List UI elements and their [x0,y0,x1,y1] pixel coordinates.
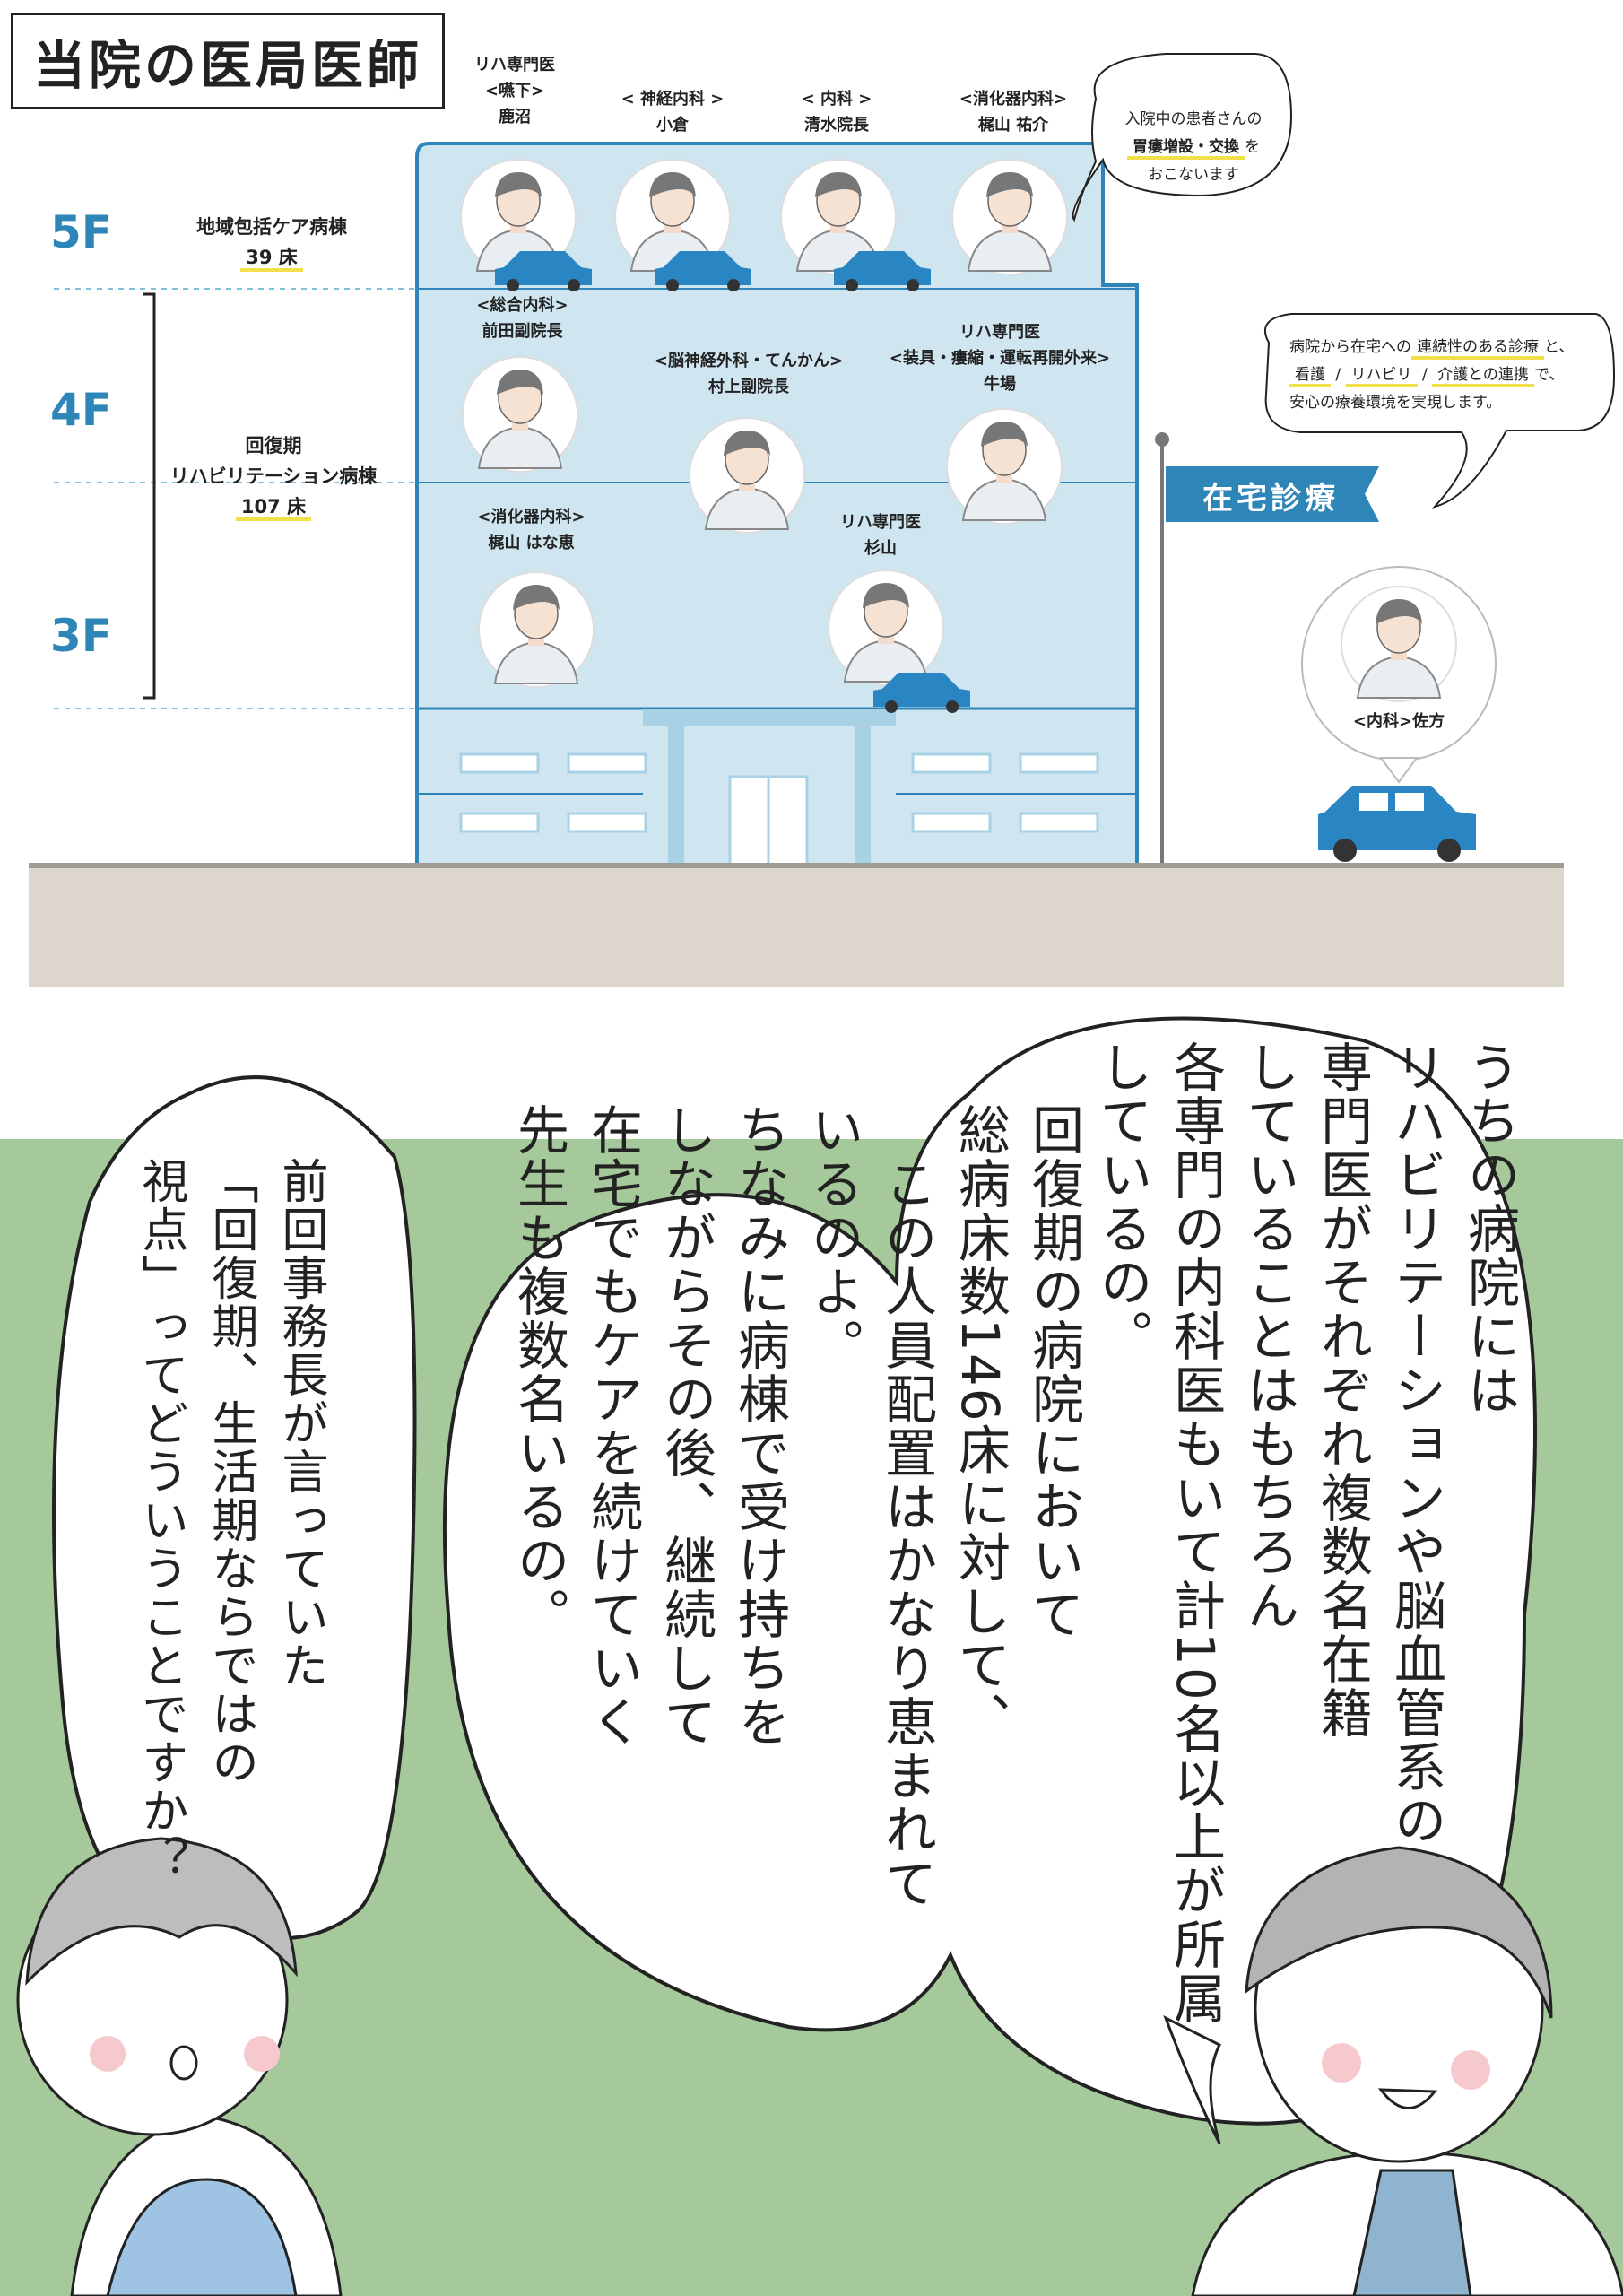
speech-text-right: うちの病院には リハビリテーションや脳血管系の 専門医がそれぞれ複数名在籍 して… [1085,1040,1526,2081]
doctor-sakata-portrait [1341,586,1457,702]
doctor-name: 鹿沼 [499,108,531,126]
page-title: 当院の医局医師 [11,13,445,109]
speech-line: この人員配置はかなり恵まれて [876,1103,937,1910]
home-care-sign: 在宅診療 [1202,481,1339,517]
doctor-sugiyama-portrait [828,570,944,686]
bubble-highlight: 介護との連携 [1432,366,1534,387]
comic-panel [0,1016,1623,2296]
character-young-woman [16,1837,343,2296]
floor-4f-label: 4F [50,384,112,436]
speech-line: いるのよ。 [803,1103,864,1372]
doctor-name: 清水院長 [804,116,869,135]
speech-line: リハビリテーションや脳血管系の [1385,1040,1446,1848]
doctor-kajiyama-hanae-portrait [478,571,595,688]
speech-line: うちの病院には [1459,1040,1520,1417]
speech-text-middle: 回復期の病院において 総病床数146床に対して、 この人員配置はかなり恵まれて … [502,1103,1090,2054]
car-icon [495,251,1476,850]
doctor-kajiyama-yusuke-label: <消化器内科> 梶山 祐介 [950,86,1076,138]
gastrostomy-bubble: 入院中の患者さんの 胃瘻増設・交換を おこないます [1099,106,1288,189]
speech-left: 前回事務長が言っていた 「回復期、生活期ならではの 視点」ってどういうことですか… [126,1157,335,1892]
speech-line: 前回事務長が言っていた [273,1157,327,1690]
bubble-text: / [1417,366,1433,384]
speech-line: しているの。 [1091,1040,1152,1363]
doctor-sugiyama-label: リハ専門医 杉山 [827,509,934,561]
bubble-highlight: リハビリ [1345,366,1418,387]
bubble-text: 入院中の患者さんの [1124,110,1263,128]
speech-line: 先生も複数名いるの。 [508,1103,569,1641]
doctor-sakata-label: <内科>佐方 [1352,712,1445,731]
ward-name: 地域包括ケア病棟 [196,216,347,238]
ward-name-line2: リハビリテーション病棟 [169,465,378,487]
speech-right: うちの病院には リハビリテーションや脳血管系の 専門医がそれぞれ複数名在籍 して… [1085,1040,1526,2081]
doctor-name: 梶山 祐介 [977,116,1049,135]
doctor-name: 村上副院長 [708,378,789,396]
doctor-murakami-portrait [689,417,805,534]
recovery-rehab-ward: 回復期 リハビリテーション病棟 107 床 [152,430,395,522]
doctor-murakami-label: <脳神経外科・てんかん> 村上副院長 [646,348,852,400]
doctor-dept: < 内科 > [801,90,872,109]
doctor-specialty: リハ専門医 [959,323,1040,342]
doctor-specialty: リハ専門医 [474,56,555,74]
doctor-kajiyama-yusuke-portrait [951,159,1068,275]
floor-5f-label: 5F [50,206,112,258]
hospital-building-illustration [29,53,1616,987]
doctor-dept: <嚥下> [484,82,545,100]
speech-line: ちなみに病棟で受け持ちを [729,1103,790,1749]
doctor-name: 梶山 はな恵 [488,534,575,552]
doctor-name: 前田副院長 [482,322,563,341]
doctor-specialty: リハ専門医 [840,513,921,532]
ward-beds: 107 床 [235,496,312,521]
speech-line: 「回復期、生活期ならではの [204,1157,257,1787]
speech-line: していることはもちろん [1238,1040,1299,1632]
doctor-maeda-portrait [462,356,578,473]
doctor-dept: <脳神経外科・てんかん> [654,352,844,370]
doctor-kajiyama-hanae-label: <消化器内科> 梶山 はな恵 [466,504,596,556]
doctor-name: 小倉 [656,116,689,135]
bubble-highlight: 胃瘻増設・交換 [1127,138,1245,160]
speech-middle: 回復期の病院において 総病床数146床に対して、 この人員配置はかなり恵まれて … [502,1103,1090,2054]
bubble-text: 病院から在宅への [1289,338,1411,356]
speech-text-left: 前回事務長が言っていた 「回復期、生活期ならではの 視点」ってどういうことですか… [126,1157,335,1892]
doctor-portraits [460,159,1476,862]
car-window-icon [1359,793,1424,811]
speech-line: 総病床数146床に対して、 [950,1103,1011,1746]
floor-3f-label: 3F [50,610,112,662]
speech-line: 回復期の病院において [1023,1103,1084,1641]
bubble-text: / [1331,366,1346,384]
character-senior-doctor [1191,1846,1623,2296]
bubble-text: と、 [1544,338,1575,356]
doctor-maeda-label: <総合内科> 前田副院長 [462,292,583,344]
doctor-dept: < 神経内科 > [621,90,725,109]
speech-line: しながらその後、継続して [655,1103,716,1749]
doctor-name: 杉山 [864,539,897,558]
doctor-name: 牛場 [984,375,1016,394]
doctor-dept: <装具・瘻縮・運転再開外来> [889,349,1111,368]
bubble-highlight: 連続性のある診療 [1411,338,1544,360]
doctor-dept: <消化器内科> [477,508,586,526]
doctor-ogura-label: < 神経内科 > 小倉 [610,86,735,138]
doctor-dept: <総合内科> [476,296,568,315]
doctor-ushiba-label: リハ専門医 <装具・瘻縮・運転再開外来> 牛場 [874,319,1125,397]
doctor-shimizu-label: < 内科 > 清水院長 [778,86,895,138]
community-care-ward: 地域包括ケア病棟 39 床 [169,212,375,273]
speech-line: 視点」ってどういうことですか？ [134,1157,187,1883]
ward-name-line1: 回復期 [245,435,302,457]
speech-line: 各専門の内科医もいて計10名以上が所属 [1165,1040,1226,2025]
bubble-text: を [1245,138,1260,156]
bubble-text: おこないます [1148,166,1239,184]
doctor-kanuma-label: リハ専門医 <嚥下> 鹿沼 [461,52,568,130]
speech-line: 在宅でもケアを続けていく [582,1103,643,1749]
bubble-text: で、 [1533,366,1565,384]
speech-line: 専門医がそれぞれ複数名在籍 [1312,1040,1373,1740]
bubble-text: 安心の療養環境を実現します。 [1289,394,1502,412]
home-care-bubble: 病院から在宅への連続性のある診療と、 看護 / リハビリ / 介護との連携で、 … [1273,334,1623,417]
doctor-ushiba-portrait [946,408,1063,525]
bubble-highlight: 看護 [1289,366,1331,387]
ward-beds: 39 床 [240,247,303,272]
doctor-dept: <消化器内科> [959,90,1068,109]
